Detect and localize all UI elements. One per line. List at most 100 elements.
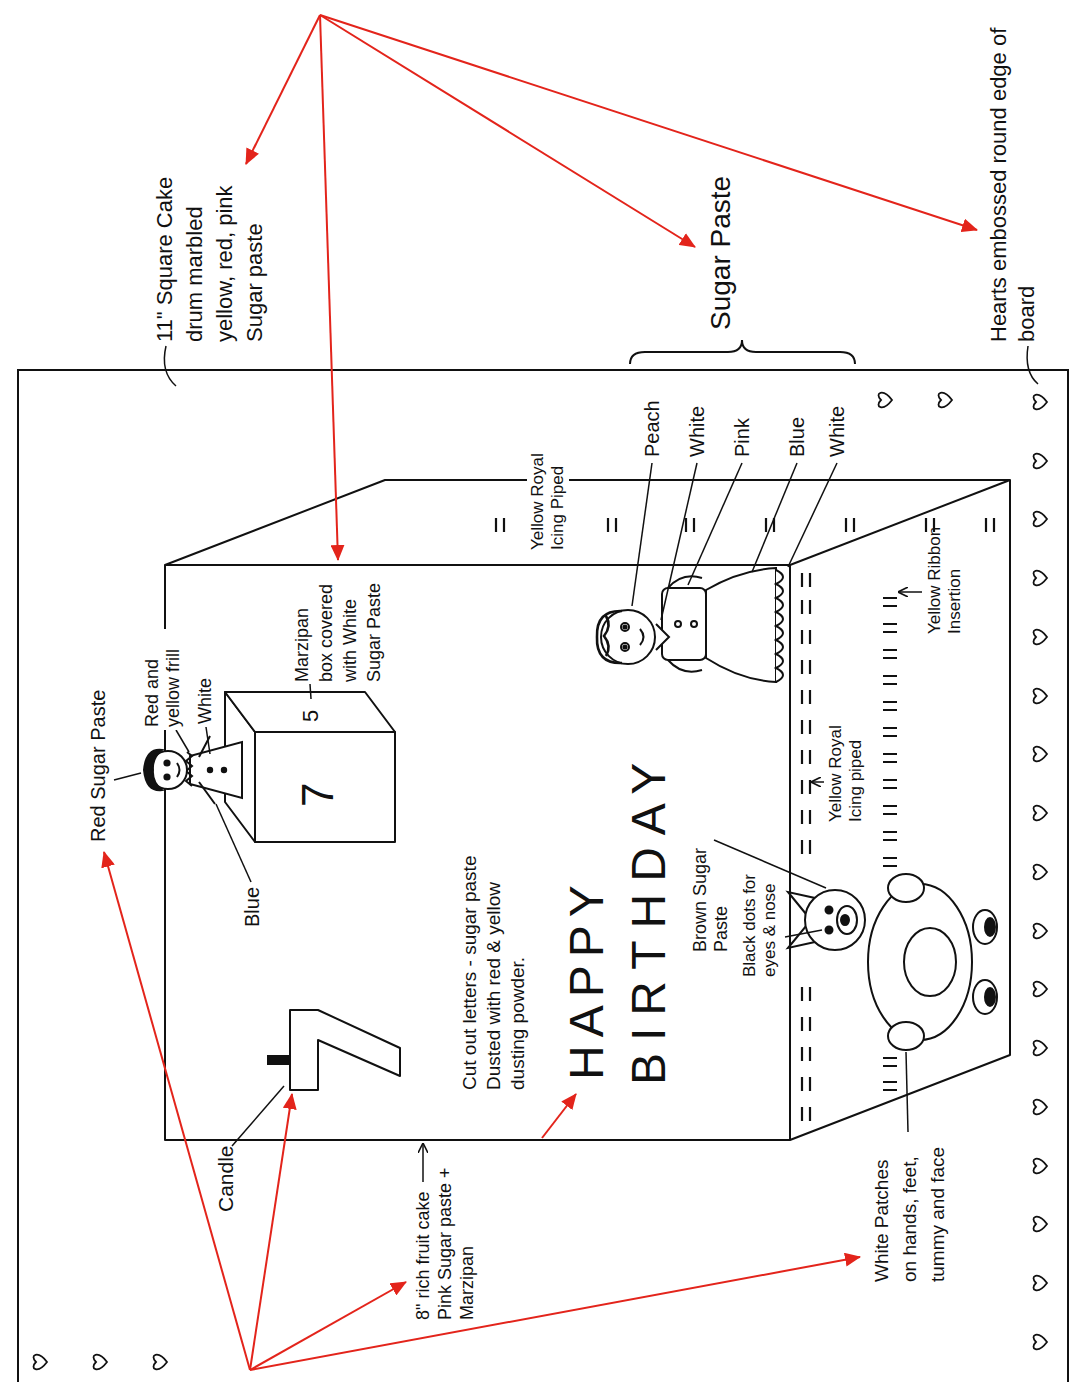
ribbon-marks [883,598,897,606]
piping-marks [802,750,810,764]
girl-figure [597,568,783,682]
doll-figure [144,750,162,790]
ribbon-marks [883,702,897,710]
cake-outline [165,565,790,1140]
ribbon-marks [883,858,897,866]
piping-marks [802,720,810,734]
annotation-label: Blue [240,887,264,927]
embossed-hearts [34,1355,48,1369]
annotation-label: Brown Sugar Paste [690,842,732,952]
embossed-hearts [94,1355,108,1369]
annotation-label: 8" rich fruit cake Pink Sugar paste + Ma… [412,1162,478,1320]
girl-figure [675,621,681,627]
piping-marks [802,600,810,614]
leader-lines [785,930,822,937]
red-pointer-arrows [104,852,250,1370]
girl-figure [776,570,783,682]
leader-lines [422,1144,424,1182]
leader-lines [232,1086,284,1146]
doll-figure [208,768,212,772]
leader-lines [216,804,251,882]
piping-marks [802,840,810,854]
annotation-label: White [825,406,849,457]
dog-figure [973,980,997,1014]
girl-figure [621,623,629,631]
leader-lines [310,684,311,699]
girl-figure [640,629,644,645]
leader-lines [688,463,742,585]
piping-marks [802,690,810,704]
cake-board [18,370,1068,1382]
annotation-label: Peach [640,400,664,457]
leader-lines [899,591,922,593]
piping-marks [802,810,810,824]
girl-figure [623,625,626,628]
piping-marks [802,987,810,1001]
brace [630,340,855,364]
annotation-label: Pink [730,418,754,457]
annotation-label: Hearts embossed round edge of board [985,22,1041,342]
embossed-hearts [1034,571,1048,585]
dog-figure [837,906,857,934]
cake-lettering: BIRTHDAY [622,751,676,1085]
red-pointer-arrows [246,15,320,164]
ribbon-marks [883,650,897,658]
dog-figure [826,907,833,914]
leader-lines [114,346,1038,1182]
box-letter: 5 [298,710,324,722]
leader-lines [114,773,141,780]
piping-marks [986,518,994,532]
ribbon-marks [883,728,897,736]
dog-figure [805,890,865,950]
annotation-label: Marzipan box covered with White Sugar Pa… [290,578,386,682]
brace [630,340,855,364]
annotation-label: Candle [213,1145,239,1212]
embossed-hearts [1034,1335,1048,1349]
embossed-hearts [879,393,893,407]
annotation-label: White [195,678,216,724]
box-letter: 7 [293,783,343,807]
number-candle [268,1010,400,1090]
dog-figure [973,910,997,944]
leader-lines [752,463,797,572]
piping-marks [802,660,810,674]
ribbon-marks [883,832,897,840]
embossed-hearts [34,393,1048,1369]
embossed-hearts [1034,865,1048,879]
embossed-hearts [1034,630,1048,644]
dog-figure [826,927,833,934]
cake-outline [165,480,1010,1140]
doll-figure [177,763,180,777]
annotation-label: 11" Square Cake drum marbled yellow, red… [150,164,270,342]
embossed-hearts [1034,1041,1048,1055]
piping-marks [608,518,616,532]
number-candle [268,1056,290,1064]
annotation-label: White [685,406,709,457]
red-pointer-arrows [320,15,338,560]
cake-board [18,370,1068,1382]
red-pointer-arrows [104,15,977,1370]
leader-lines [1027,346,1038,384]
annotation-label: Sugar Paste [704,176,738,330]
girl-figure [656,624,669,650]
piping-marks [802,1017,810,1031]
embossed-hearts [1034,1217,1048,1231]
red-pointer-arrows [320,15,977,230]
leader-lines [632,463,652,606]
number-candle [290,1010,400,1090]
annotation-label: White Patches on hands, feet, tummy and … [868,1142,952,1282]
ribbon-marks [883,1082,897,1090]
leader-lines [906,1052,908,1132]
girl-figure [597,611,622,663]
ribbon-marks [883,754,897,762]
embossed-hearts [1034,747,1048,761]
piping-marks [802,1077,810,1091]
doll-figure [164,774,169,779]
cake-lettering: HAPPY [560,877,614,1080]
embossed-hearts [1034,395,1048,409]
piping-marks [686,518,694,532]
doll-figure [222,768,226,772]
piping-marks [802,573,810,587]
annotation-label: Blue [785,417,809,457]
